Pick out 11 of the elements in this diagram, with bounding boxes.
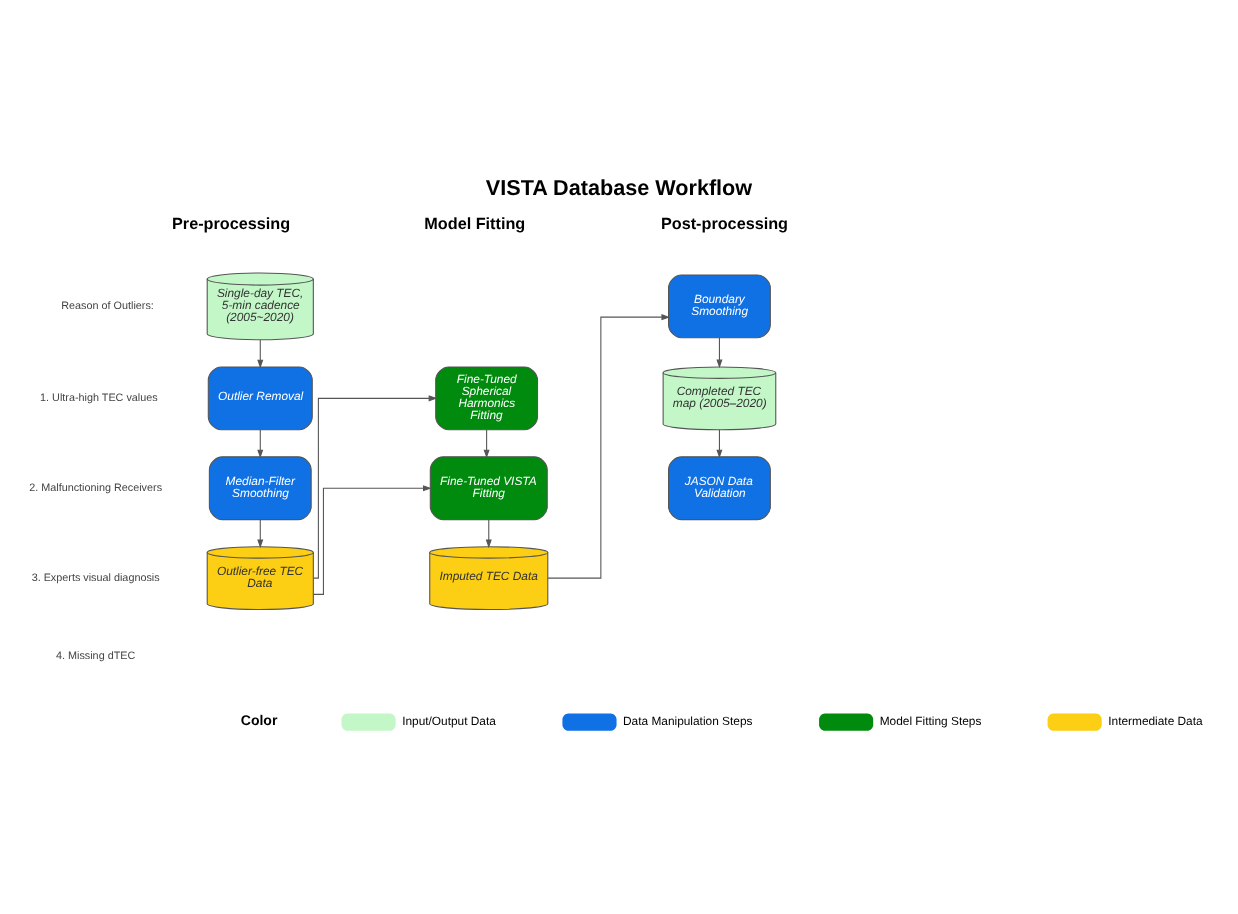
arrow bbox=[716, 336, 723, 368]
arrow bbox=[312, 394, 438, 578]
diagram-title: VISTA Database Workflow bbox=[485, 175, 753, 200]
arrow bbox=[485, 518, 492, 548]
arrow bbox=[257, 518, 264, 548]
arrow bbox=[483, 428, 490, 458]
arrow bbox=[257, 428, 264, 458]
arrow bbox=[257, 338, 264, 368]
arrow bbox=[547, 313, 671, 578]
arrow bbox=[313, 484, 432, 594]
arrow bbox=[716, 428, 723, 458]
